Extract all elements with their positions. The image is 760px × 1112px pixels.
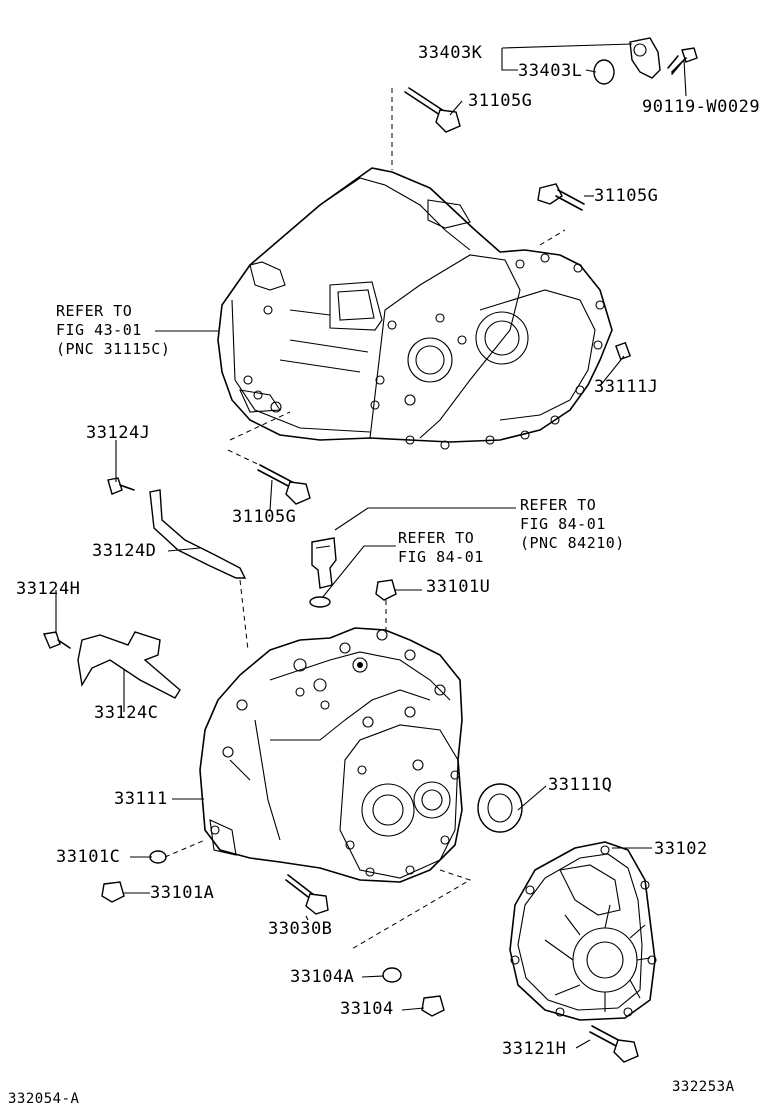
plug-33101a-drawing — [101, 881, 125, 903]
gasket-33101c-drawing — [149, 850, 167, 864]
part-label-33111: 33111 — [114, 789, 168, 809]
part-label-33101a: 33101A — [150, 883, 215, 903]
plug-33104-drawing — [421, 995, 445, 1017]
part-label-33403k: 33403K — [418, 43, 483, 63]
bolt-33124j-drawing — [107, 477, 135, 495]
bolt-31105g-top-drawing — [404, 87, 461, 133]
transaxle-case-drawing — [199, 627, 463, 883]
bolt-33030b-drawing — [285, 874, 329, 915]
bolt-31105g-right-drawing — [537, 183, 585, 211]
part-label-33104a: 33104A — [290, 967, 355, 987]
gasket-33104a-drawing — [382, 967, 402, 983]
bolt-33121h-drawing — [589, 1025, 639, 1063]
release-fork-drawing — [629, 37, 661, 79]
part-label-33101c: 33101C — [56, 847, 121, 867]
part-label-90119-w0029: 90119-W0029 — [642, 97, 760, 117]
bracket-33124c-drawing — [77, 631, 181, 699]
part-label-33104: 33104 — [340, 999, 394, 1019]
part-label-31105g-right: 31105G — [594, 186, 659, 206]
part-label-33111q: 33111Q — [548, 775, 613, 795]
oil-seal-drawing — [477, 783, 523, 833]
footer-right-code: 332253A — [672, 1079, 735, 1095]
bracket-33124d-drawing — [149, 489, 247, 579]
part-label-33121h: 33121H — [502, 1039, 567, 1059]
bolt-90119-drawing — [667, 47, 698, 75]
boot-drawing — [593, 59, 615, 85]
part-label-33403l: 33403L — [518, 61, 583, 81]
leader-lines — [55, 43, 687, 1049]
part-label-31105g-lower: 31105G — [232, 507, 297, 527]
refer-fig-43-01: REFER TO FIG 43-01 (PNC 31115C) — [56, 302, 171, 358]
bolt-31105g-lower-drawing — [257, 464, 311, 505]
part-label-33124c: 33124C — [94, 703, 159, 723]
bolt-33124h-drawing — [43, 631, 71, 649]
refer-fig-84-01: REFER TO FIG 84-01 — [398, 529, 484, 566]
part-label-33124j: 33124J — [86, 423, 151, 443]
part-label-33124d: 33124D — [92, 541, 157, 561]
part-label-33030b: 33030B — [268, 919, 333, 939]
pin-33111j-drawing — [615, 341, 631, 361]
part-label-33124h: 33124H — [16, 579, 81, 599]
footer-left-code: 332054-A — [8, 1091, 80, 1107]
part-label-33102: 33102 — [654, 839, 708, 859]
case-cover-drawing — [509, 841, 657, 1021]
assembly-dashed-lines — [164, 88, 566, 951]
part-label-33111j: 33111J — [594, 377, 659, 397]
o-ring-drawing — [309, 596, 331, 608]
part-label-33101u: 33101U — [426, 577, 491, 597]
speed-sensor-drawing — [311, 537, 337, 589]
part-label-31105g-top: 31105G — [468, 91, 533, 111]
plug-33101u-drawing — [375, 579, 397, 601]
refer-fig-84-01-pnc: REFER TO FIG 84-01 (PNC 84210) — [520, 496, 625, 552]
clutch-housing-drawing — [217, 167, 613, 450]
